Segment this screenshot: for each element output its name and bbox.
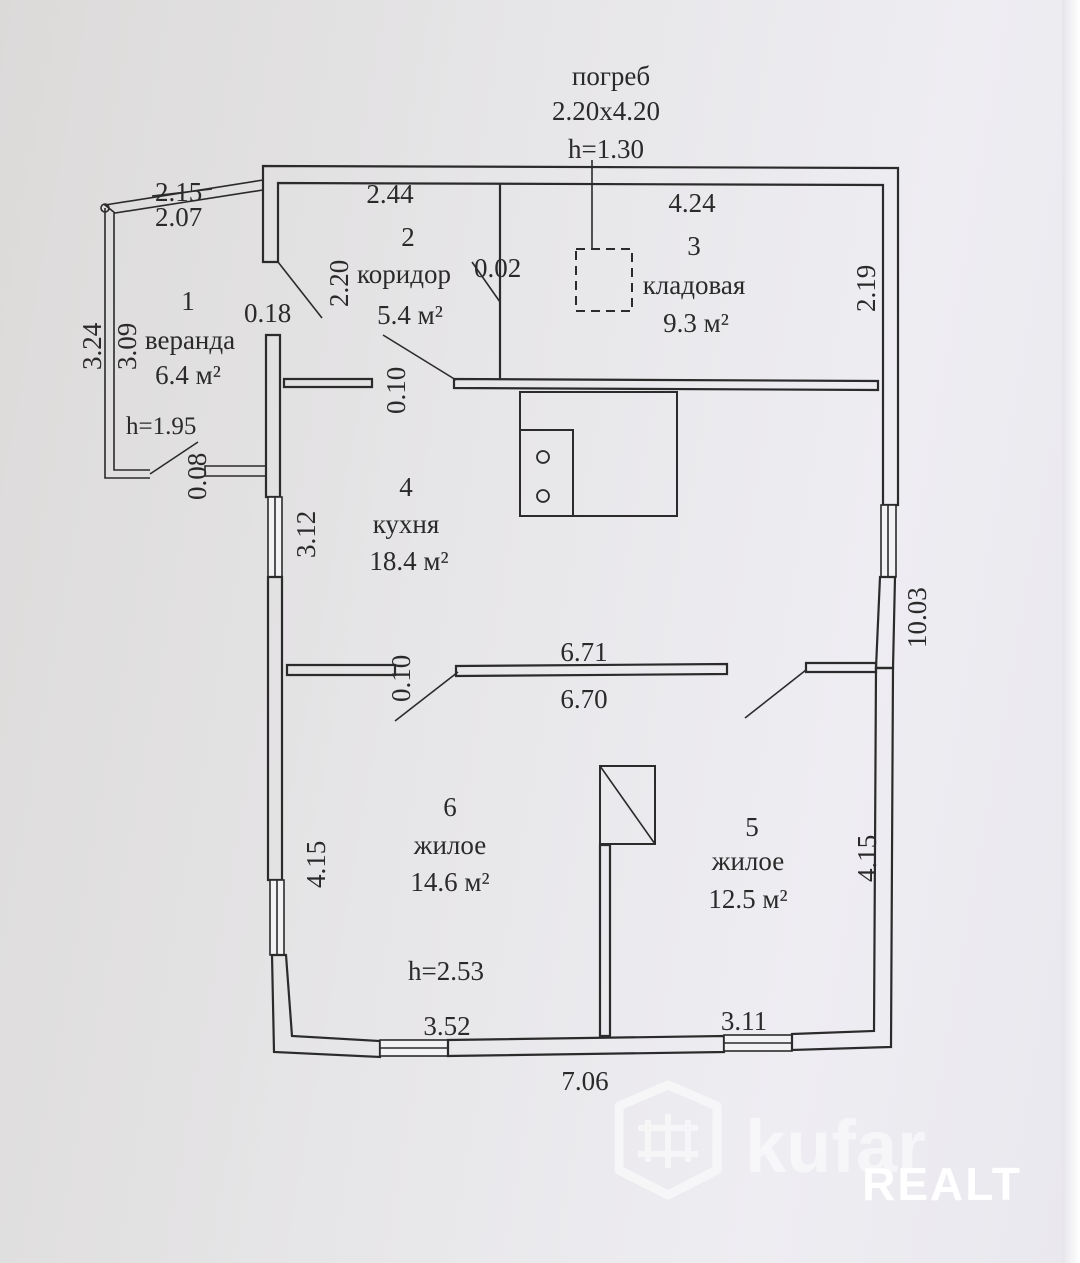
cellar-title: погреб xyxy=(572,61,650,91)
house-height: h=2.53 xyxy=(408,956,484,986)
corridor-name: коридор xyxy=(357,259,451,289)
dim-house-length: 10.03 xyxy=(902,587,932,648)
kufar-logo-icon xyxy=(614,1080,722,1200)
living6-name: жилое xyxy=(413,830,486,860)
dim-house-width: 7.06 xyxy=(561,1066,608,1096)
dim-pantry-width: 4.24 xyxy=(668,188,716,218)
dim-line xyxy=(151,188,213,197)
kitchen-number: 4 xyxy=(399,472,413,502)
dim-kitchen-depth: 3.12 xyxy=(291,511,321,558)
dim-veranda-wall-b: 0.08 xyxy=(182,453,212,500)
outer-walls xyxy=(261,164,900,1059)
dim-partition-bottom: 6.70 xyxy=(560,684,607,714)
dim-veranda-top-inner: 2.07 xyxy=(155,202,202,232)
burner-icon xyxy=(536,450,550,464)
dim-partition-top: 6.71 xyxy=(560,637,607,667)
kufar-watermark: kufar xyxy=(614,1080,926,1200)
dim-corridor-partition: 0.02 xyxy=(474,253,521,283)
dim-kitchen-partition-bottom: 0.10 xyxy=(386,655,416,702)
burner-icon xyxy=(536,489,550,503)
kitchen-area: 18.4 м² xyxy=(369,546,448,576)
watermark-sub: REALT xyxy=(862,1158,1022,1210)
veranda-walls xyxy=(100,179,323,479)
dim-pantry-depth: 2.19 xyxy=(851,265,881,312)
veranda-number: 1 xyxy=(181,286,195,316)
dim-room6-depth: 4.15 xyxy=(301,841,331,888)
pantry-number: 3 xyxy=(687,231,701,261)
heater xyxy=(599,765,656,845)
living5-name: жилое xyxy=(711,846,784,876)
corridor-area: 5.4 м² xyxy=(377,300,443,330)
stove xyxy=(519,391,678,517)
dim-veranda-side-outer: 3.24 xyxy=(77,322,107,370)
veranda-area: 6.4 м² xyxy=(155,360,221,390)
cellar-hatch xyxy=(575,160,633,312)
interior-partitions xyxy=(282,183,880,1038)
pantry-name: кладовая xyxy=(643,270,746,300)
dim-veranda-top-outer: 2.15 xyxy=(155,177,202,207)
pantry-area: 9.3 м² xyxy=(663,308,729,338)
dim-veranda-side-inner: 3.09 xyxy=(112,323,142,370)
dim-corridor-depth: 2.20 xyxy=(324,260,354,307)
veranda-name: веранда xyxy=(145,325,235,355)
veranda-height: h=1.95 xyxy=(126,413,196,440)
dim-room5-depth: 4.15 xyxy=(852,835,882,882)
living6-number: 6 xyxy=(443,792,457,822)
page-edge xyxy=(1062,0,1080,1263)
watermark-brand: kufar xyxy=(745,1105,926,1188)
dim-room6-width: 3.52 xyxy=(423,1011,470,1041)
dim-corridor-width: 2.44 xyxy=(366,179,414,209)
living6-area: 14.6 м² xyxy=(410,867,489,897)
living5-area: 12.5 м² xyxy=(708,884,787,914)
corridor-number: 2 xyxy=(401,222,415,252)
dim-room5-width: 3.11 xyxy=(721,1006,767,1036)
kitchen-name: кухня xyxy=(373,509,440,539)
cellar-height: h=1.30 xyxy=(568,134,644,164)
living5-number: 5 xyxy=(745,812,759,842)
cellar-size: 2.20x4.20 xyxy=(552,96,660,126)
dim-kitchen-partition-top: 0.10 xyxy=(381,367,411,414)
dim-veranda-wall-a: 0.18 xyxy=(244,298,291,328)
